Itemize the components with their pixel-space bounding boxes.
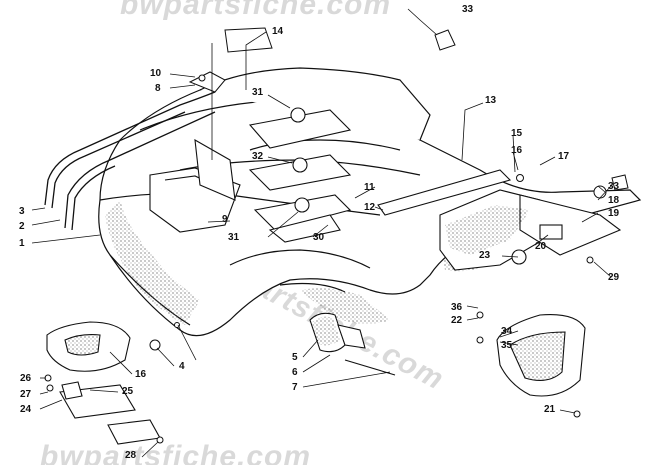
callout-32: 32 — [252, 151, 264, 162]
callout-2: 2 — [19, 221, 25, 232]
callout-9: 9 — [222, 214, 228, 225]
callout-5: 5 — [292, 352, 298, 363]
right-panel-stipple — [445, 205, 530, 255]
callout-12: 12 — [364, 202, 376, 213]
callout-15: 15 — [511, 128, 523, 139]
watermark-bottom: bwpartsfiche.com — [40, 440, 312, 465]
callout-16-right: 16 — [511, 145, 523, 156]
left-vent-assembly — [46, 321, 161, 445]
callout-28: 28 — [125, 450, 137, 461]
callout-33-top: 33 — [462, 4, 474, 15]
callout-24: 24 — [20, 404, 32, 415]
callout-10: 10 — [150, 68, 162, 79]
callout-20: 20 — [535, 241, 547, 252]
belly-pan-shading-mid — [300, 288, 390, 324]
callout-30: 30 — [313, 232, 325, 243]
leader-lines — [31, 8, 613, 458]
callout-7: 7 — [292, 382, 298, 393]
center-console — [248, 107, 352, 243]
callout-35: 35 — [501, 340, 513, 351]
callout-36: 36 — [451, 302, 463, 313]
callout-31-bottom: 31 — [228, 232, 240, 243]
callout-17: 17 — [558, 151, 570, 162]
callout-6: 6 — [292, 367, 298, 378]
callout-4: 4 — [179, 361, 185, 372]
callout-26: 26 — [20, 373, 32, 384]
watermark-top: bwpartsfiche.com — [120, 0, 392, 21]
callout-22: 22 — [451, 315, 463, 326]
rear-grille — [496, 313, 586, 397]
belly-pan-shading-left — [105, 200, 200, 325]
callout-18: 18 — [608, 195, 620, 206]
callout-25: 25 — [122, 386, 134, 397]
callout-31-top: 31 — [252, 87, 264, 98]
bumper-rails — [44, 91, 216, 231]
callout-34: 34 — [501, 326, 513, 337]
left-side-panel — [149, 138, 241, 233]
callout-21: 21 — [544, 404, 556, 415]
callout-14: 14 — [272, 26, 284, 37]
belly-pan — [98, 67, 642, 337]
callout-23: 23 — [479, 250, 491, 261]
boot-stipple — [312, 316, 340, 346]
callout-27: 27 — [20, 389, 32, 400]
callout-8: 8 — [155, 83, 161, 94]
hardware-parts — [44, 27, 629, 444]
callout-29: 29 — [608, 272, 620, 283]
callout-19: 19 — [608, 208, 620, 219]
callout-1: 1 — [19, 238, 25, 249]
callout-11: 11 — [364, 182, 375, 193]
callout-33-right: 33 — [608, 181, 620, 192]
callout-16-left: 16 — [135, 369, 147, 380]
callout-13: 13 — [485, 95, 497, 106]
callout-3: 3 — [19, 206, 25, 217]
